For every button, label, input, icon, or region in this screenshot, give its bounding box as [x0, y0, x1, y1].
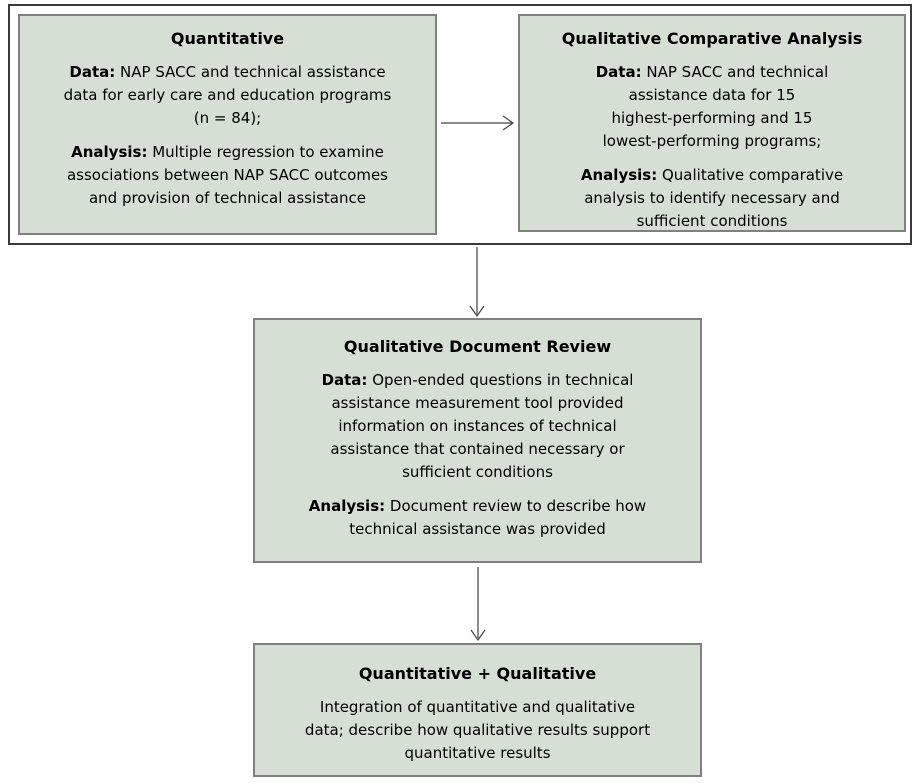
document-review-data-text: Open-ended questions in technical assist…	[330, 371, 634, 481]
arrow-down-bottom-icon	[470, 567, 486, 642]
data-label: Data:	[69, 63, 116, 81]
qca-data-paragraph: Data: NAP SACC and technical assistance …	[534, 61, 890, 153]
qualitative-document-review-box: Qualitative Document Review Data: Open-e…	[253, 318, 702, 563]
quantitative-analysis-text: Multiple regression to examine associati…	[66, 143, 388, 207]
quantitative-box: Quantitative Data: NAP SACC and technica…	[18, 14, 437, 235]
document-review-box-title: Qualitative Document Review	[343, 337, 612, 356]
document-review-analysis-text: Document review to describe how technica…	[349, 497, 647, 538]
integration-box: Quantitative + Qualitative Integration o…	[253, 643, 702, 777]
integration-box-title: Quantitative + Qualitative	[358, 664, 597, 683]
qca-analysis-text: Qualitative comparative analysis to iden…	[584, 166, 844, 230]
qca-data-text: NAP SACC and technical assistance data f…	[602, 63, 829, 150]
quantitative-analysis-paragraph: Analysis: Multiple regression to examine…	[28, 141, 427, 210]
quantitative-data-text: NAP SACC and technical assistance data f…	[63, 63, 392, 127]
document-review-analysis-paragraph: Analysis: Document review to describe ho…	[265, 495, 690, 541]
integration-body-text: Integration of quantitative and qualitat…	[304, 698, 651, 762]
qca-box-title: Qualitative Comparative Analysis	[561, 29, 863, 48]
analysis-label: Analysis:	[580, 166, 658, 184]
arrow-down-top-icon	[469, 247, 485, 318]
qualitative-comparative-analysis-box: Qualitative Comparative Analysis Data: N…	[518, 14, 906, 232]
data-label: Data:	[321, 371, 368, 389]
analysis-label: Analysis:	[71, 143, 148, 161]
quantitative-box-title: Quantitative	[170, 29, 285, 48]
data-label: Data:	[595, 63, 642, 81]
document-review-data-paragraph: Data: Open-ended questions in technical …	[265, 369, 690, 484]
qca-analysis-paragraph: Analysis: Qualitative comparative analys…	[534, 164, 890, 233]
analysis-label: Analysis:	[308, 497, 386, 515]
quantitative-data-paragraph: Data: NAP SACC and technical assistance …	[28, 61, 427, 130]
